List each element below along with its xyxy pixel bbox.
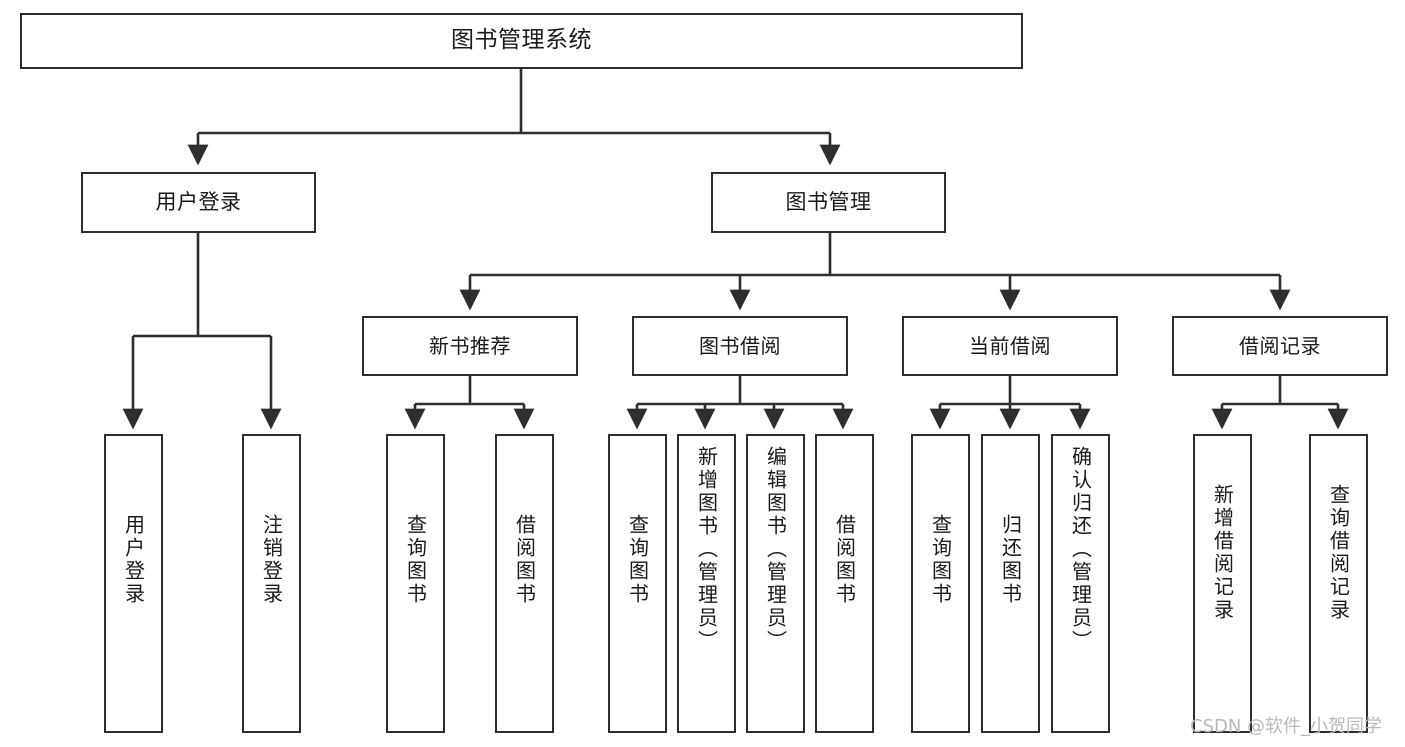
node-user-login[interactable]: 用户登录 (81, 172, 316, 233)
node-label: 查询借阅记录 (1326, 484, 1351, 622)
node-label: 借阅图书 (512, 514, 537, 606)
leaf-node-query-borrow-record[interactable]: 查询借阅记录 (1309, 434, 1368, 733)
watermark: CSDN @软件_小贺同学 (1190, 716, 1383, 737)
node-label: 查询图书 (625, 514, 650, 606)
node-label: 确认归还（管理员） (1068, 446, 1093, 653)
leaf-node-confirm-return-admin[interactable]: 确认归还（管理员） (1051, 434, 1110, 733)
node-label: 归还图书 (998, 514, 1023, 606)
leaf-node-borrow-book[interactable]: 借阅图书 (815, 434, 874, 733)
node-book-borrow[interactable]: 图书借阅 (632, 316, 848, 376)
leaf-node-logout[interactable]: 注销登录 (242, 434, 301, 733)
leaf-node-query-book-current[interactable]: 查询图书 (911, 434, 970, 733)
node-label: 借阅记录 (1239, 333, 1321, 358)
node-book-management[interactable]: 图书管理 (711, 172, 946, 233)
node-label: 图书管理系统 (451, 27, 592, 54)
node-current-borrow[interactable]: 当前借阅 (902, 316, 1118, 376)
leaf-node-borrow-book-recommend[interactable]: 借阅图书 (495, 434, 554, 733)
node-label: 查询图书 (403, 514, 428, 606)
node-label: 借阅图书 (832, 514, 857, 606)
node-label: 用户登录 (121, 514, 146, 606)
leaf-node-return-book[interactable]: 归还图书 (981, 434, 1040, 733)
node-label: 新书推荐 (429, 333, 511, 358)
leaf-node-add-borrow-record[interactable]: 新增借阅记录 (1193, 434, 1252, 733)
node-label: 新增借阅记录 (1210, 484, 1235, 622)
node-label: 用户登录 (155, 189, 242, 214)
leaf-node-query-book-borrow[interactable]: 查询图书 (608, 434, 667, 733)
node-label: 当前借阅 (969, 333, 1051, 358)
node-new-book-recommendation[interactable]: 新书推荐 (362, 316, 578, 376)
leaf-node-user-login[interactable]: 用户登录 (104, 434, 163, 733)
leaf-node-edit-book-admin[interactable]: 编辑图书（管理员） (746, 434, 805, 733)
leaf-node-query-book-recommend[interactable]: 查询图书 (386, 434, 445, 733)
node-label: 图书借阅 (699, 333, 781, 358)
node-label: 图书管理 (785, 189, 872, 214)
node-label: 编辑图书（管理员） (763, 446, 788, 653)
node-label: 注销登录 (259, 514, 284, 606)
leaf-node-add-book-admin[interactable]: 新增图书（管理员） (677, 434, 736, 733)
node-label: 查询图书 (928, 514, 953, 606)
node-borrow-record[interactable]: 借阅记录 (1172, 316, 1388, 376)
node-label: 新增图书（管理员） (694, 446, 719, 653)
node-root-book-management-system[interactable]: 图书管理系统 (20, 13, 1023, 69)
